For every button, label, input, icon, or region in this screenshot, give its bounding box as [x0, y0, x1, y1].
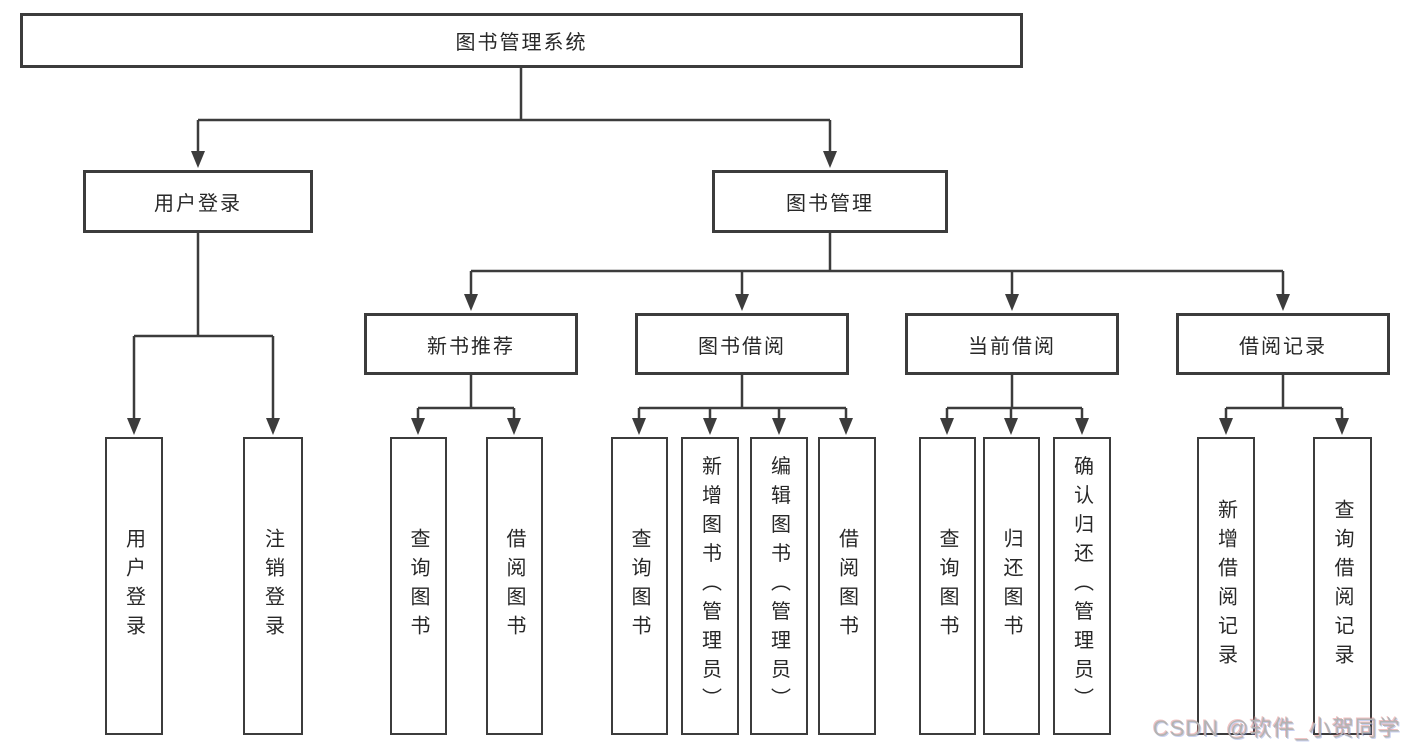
leaf-add-books-admin: 新增图书（管理员）	[681, 437, 739, 735]
leaf-borrow-books-recommend: 借阅图书	[486, 437, 543, 735]
node-current-borrow: 当前借阅	[905, 313, 1119, 375]
leaf-query-books-borrow: 查询图书	[611, 437, 668, 735]
leaf-label: 确认归还（管理员）	[1070, 455, 1093, 717]
leaf-query-books-current: 查询图书	[919, 437, 976, 735]
leaf-confirm-return-admin: 确认归还（管理员）	[1053, 437, 1111, 735]
node-book-management-label: 图书管理	[786, 193, 874, 215]
leaf-edit-books-admin: 编辑图书（管理员）	[750, 437, 808, 735]
leaf-label: 新增借阅记录	[1214, 499, 1237, 673]
leaf-label: 查询借阅记录	[1331, 499, 1353, 673]
node-book-management: 图书管理	[712, 170, 948, 233]
node-user-login-label: 用户登录	[154, 193, 242, 215]
node-new-book-recommend: 新书推荐	[364, 313, 578, 375]
leaf-label: 查询图书	[628, 528, 650, 644]
leaf-user-login: 用户登录	[105, 437, 163, 735]
node-root-label: 图书管理系统	[455, 32, 588, 54]
leaf-label: 查询图书	[407, 528, 429, 644]
leaf-label: 借阅图书	[835, 528, 858, 644]
node-borrow-records: 借阅记录	[1176, 313, 1390, 375]
node-root: 图书管理系统	[20, 13, 1023, 68]
node-book-borrow-label: 图书借阅	[698, 335, 786, 358]
leaf-return-books: 归还图书	[983, 437, 1040, 735]
node-book-borrow: 图书借阅	[635, 313, 849, 375]
leaf-add-borrow-record: 新增借阅记录	[1197, 437, 1255, 735]
leaf-label: 借阅图书	[503, 528, 525, 644]
leaf-label: 注销登录	[261, 528, 284, 644]
leaf-label: 归还图书	[1000, 528, 1022, 644]
leaf-borrow-books-borrow: 借阅图书	[818, 437, 876, 735]
leaf-label: 查询图书	[936, 528, 958, 644]
leaf-logout-login: 注销登录	[243, 437, 303, 735]
leaf-query-borrow-record: 查询借阅记录	[1313, 437, 1372, 735]
arrowheads	[127, 151, 1349, 435]
leaf-label: 编辑图书（管理员）	[767, 455, 790, 717]
node-new-book-recommend-label: 新书推荐	[427, 335, 515, 358]
leaf-label: 新增图书（管理员）	[698, 455, 721, 717]
node-current-borrow-label: 当前借阅	[968, 335, 1056, 358]
node-borrow-records-label: 借阅记录	[1239, 335, 1327, 358]
leaf-label: 用户登录	[122, 528, 145, 644]
leaf-query-books-recommend: 查询图书	[390, 437, 447, 735]
node-user-login: 用户登录	[83, 170, 313, 233]
csdn-watermark: CSDN @软件_小贺同学	[1152, 716, 1401, 741]
tree-edges	[132, 68, 1344, 421]
